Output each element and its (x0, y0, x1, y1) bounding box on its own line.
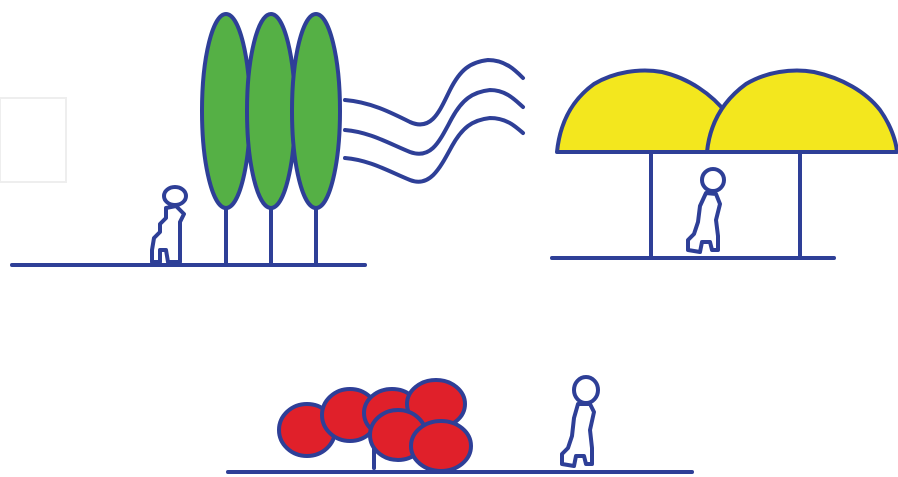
columnar-tree-2 (247, 14, 295, 208)
person-2 (688, 169, 724, 252)
faint-frame (0, 98, 66, 182)
person-body (152, 206, 184, 262)
canopy-left (557, 71, 727, 153)
wind-line-3 (345, 118, 523, 182)
wind-line-2 (345, 90, 523, 154)
columnar-tree-1 (202, 14, 250, 208)
wind-lines (345, 60, 523, 182)
person-3 (562, 377, 598, 466)
canopies (557, 71, 897, 153)
person-head (574, 377, 598, 403)
panel-tall-trees (0, 14, 523, 265)
shrub-6 (411, 421, 471, 471)
panel-shrubs (228, 377, 692, 472)
person-body (688, 193, 720, 252)
canopy-right (707, 71, 897, 153)
panel-canopy-trees (552, 71, 897, 259)
person-1 (152, 187, 186, 262)
columnar-tree-3 (292, 14, 340, 208)
person-head (164, 187, 186, 205)
person-head (702, 169, 724, 191)
person-body (562, 404, 594, 466)
tree-trunks (226, 205, 316, 265)
columnar-trees (202, 14, 340, 208)
canopy-trunks (651, 152, 800, 258)
